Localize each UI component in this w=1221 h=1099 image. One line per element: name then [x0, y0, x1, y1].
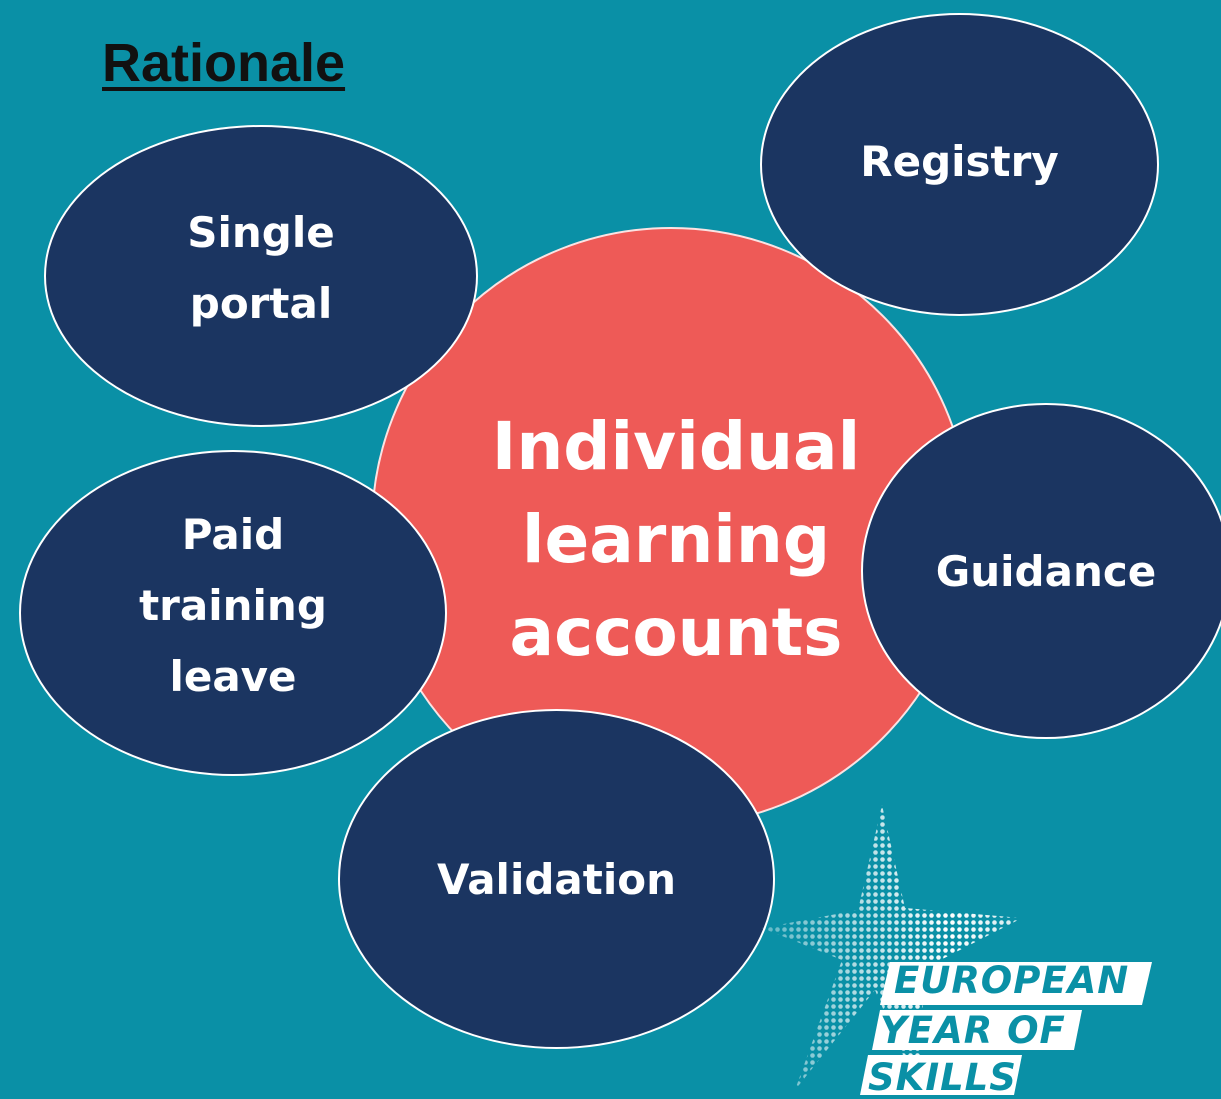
logo-line-1: EUROPEAN — [894, 959, 1130, 1002]
bubble-paid-training-leave-label: Paid training leave — [139, 509, 327, 701]
european-year-of-skills-logo — [762, 805, 1152, 1095]
logo-line-2: YEAR OF — [880, 1009, 1066, 1052]
bubble-guidance: Guidance — [861, 403, 1221, 739]
center-label: Individual learning accounts — [491, 408, 861, 671]
page-title: Rationale — [102, 33, 346, 93]
bubble-validation: Validation — [338, 709, 775, 1049]
logo-banner-1 — [880, 962, 1152, 1005]
logo-line-3: SKILLS — [868, 1056, 1017, 1099]
bubble-single-portal: Single portal — [44, 125, 478, 427]
logo-banner-3 — [860, 1055, 1022, 1095]
star-icon — [762, 805, 1022, 1090]
logo-banner-2 — [872, 1010, 1082, 1050]
bubble-registry: Registry — [760, 13, 1159, 316]
bubble-validation-label: Validation — [437, 854, 676, 904]
bubble-paid-training-leave: Paid training leave — [19, 450, 447, 776]
logo-text: EUROPEAN YEAR OF SKILLS — [866, 960, 1128, 1098]
bubble-guidance-label: Guidance — [935, 546, 1157, 596]
bubble-single-portal-label: Single portal — [187, 208, 335, 328]
bubble-registry-label: Registry — [860, 137, 1059, 186]
